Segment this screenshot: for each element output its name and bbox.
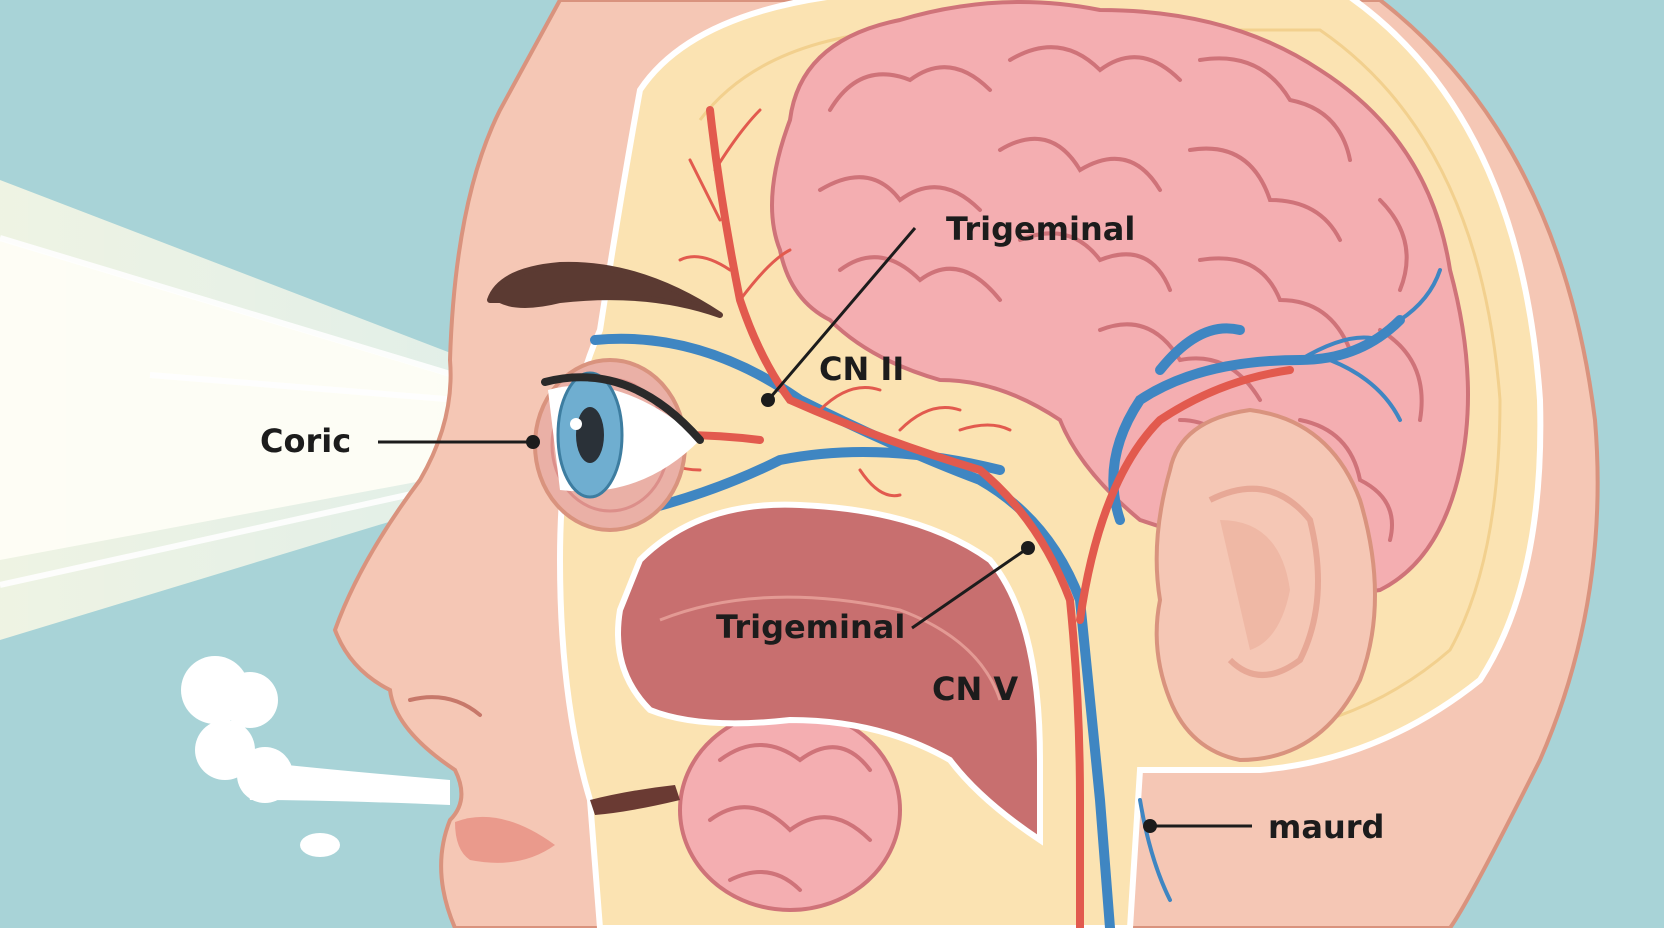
brain-gyri: [818, 45, 1424, 542]
marker-maurd: [1143, 819, 1157, 833]
leader-trigeminal-mid: [911, 546, 1029, 630]
mouth: [590, 785, 680, 815]
nostril: [408, 695, 482, 717]
lips: [455, 816, 555, 863]
label-trigeminal-upper: Trigeminal: [946, 210, 1136, 248]
eyebrow: [487, 261, 723, 318]
label-coric: Coric: [260, 422, 352, 460]
nasal-cavity: [615, 501, 1043, 846]
eyelashes: [541, 373, 704, 444]
label-cn-ii: CN II: [819, 350, 905, 388]
breath-puff: [181, 656, 450, 857]
marker-coric: [526, 435, 540, 449]
leader-trigeminal-top: [768, 227, 917, 399]
label-cn-v: CN V: [932, 670, 1019, 708]
label-trigeminal-lower: Trigeminal: [716, 608, 906, 646]
marker-trigeminal-mid: [1021, 541, 1035, 555]
pupil: [576, 407, 604, 463]
marker-trigeminal-top: [761, 393, 775, 407]
label-maurd: maurd: [1268, 808, 1385, 846]
leader-lines: [378, 227, 1252, 828]
